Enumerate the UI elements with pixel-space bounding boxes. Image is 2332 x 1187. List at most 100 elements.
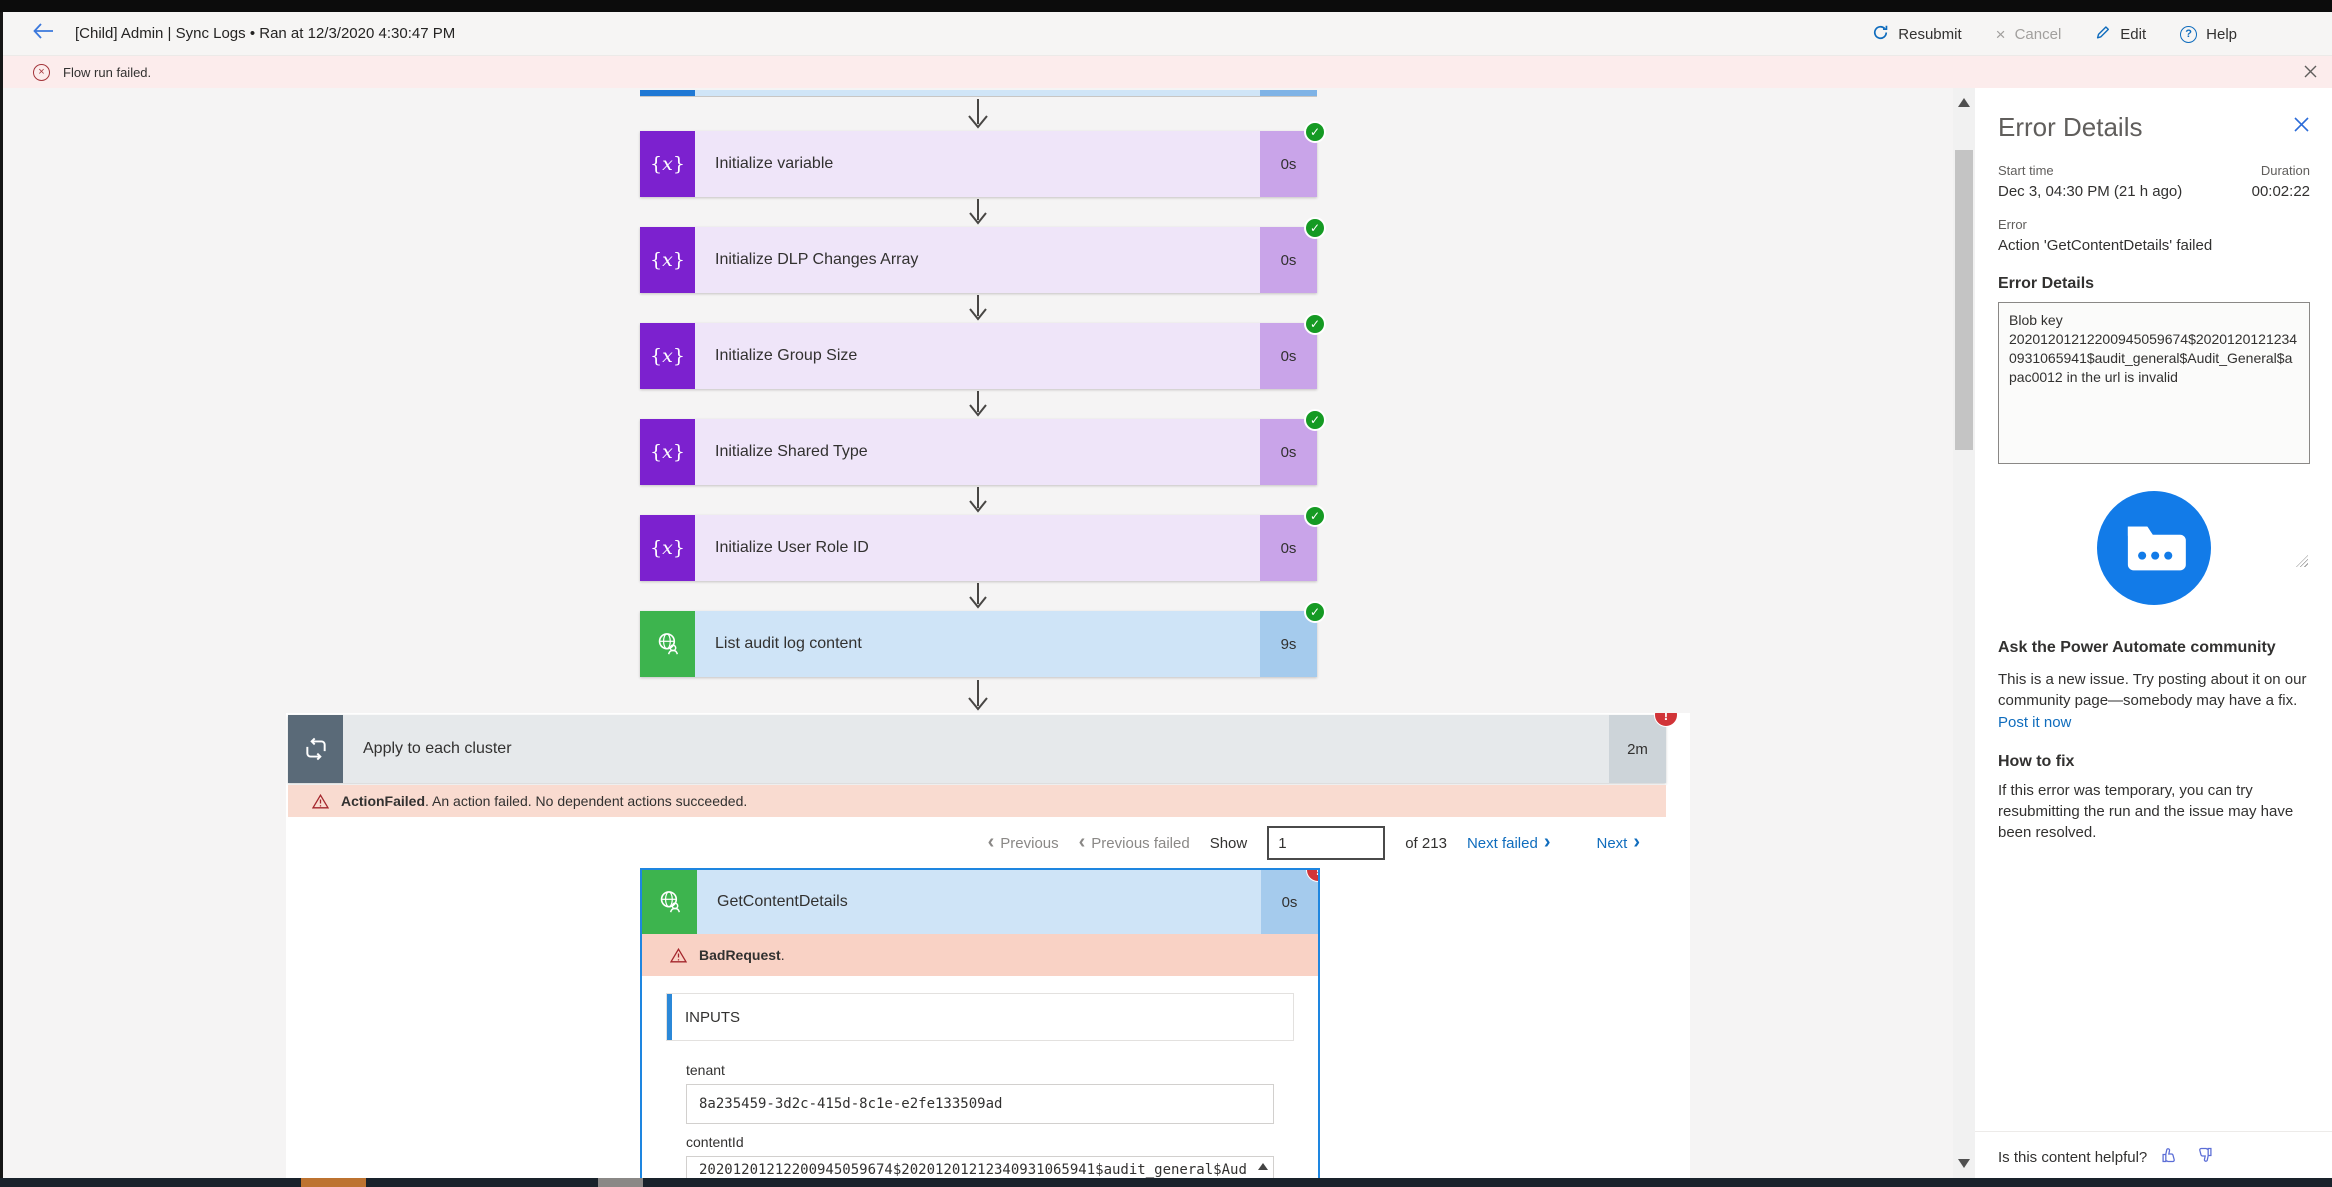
next-failed-button[interactable]: Next failed ›	[1466, 831, 1551, 853]
pencil-icon	[2095, 24, 2111, 44]
flow-connector-arrow	[968, 680, 988, 711]
variable-icon: {x}	[640, 419, 695, 485]
variable-icon: {x}	[640, 227, 695, 293]
flow-step-initialize-group-size[interactable]: {x} Initialize Group Size 0s ✓	[640, 313, 1326, 389]
duration-value: 00:02:22	[2251, 183, 2310, 200]
top-command-bar: [Child] Admin | Sync Logs • Ran at 12/3/…	[3, 12, 2332, 56]
cancel-label: Cancel	[2014, 25, 2062, 43]
thumbs-down-icon[interactable]	[2194, 1146, 2213, 1169]
help-label: Help	[2206, 25, 2237, 43]
inputs-fields: tenant 8a235459-3d2c-415d-8c1e-e2fe13350…	[642, 1062, 1318, 1178]
get-content-details-header[interactable]: GetContentDetails 0s !	[642, 870, 1318, 934]
previous-failed-button[interactable]: ‹ Previous failed	[1079, 832, 1190, 853]
success-badge-icon: ✓	[1304, 121, 1326, 143]
warning-triangle-icon	[312, 793, 329, 809]
apply-to-each-header[interactable]: Apply to each cluster 2m !	[288, 713, 1678, 783]
flow-step-initialize-dlp-changes-array[interactable]: {x} Initialize DLP Changes Array 0s ✓	[640, 217, 1326, 293]
variable-icon: {x}	[640, 131, 695, 197]
action-failed-message: . An action failed. No dependent actions…	[425, 793, 748, 809]
taskbar-orange-segment	[301, 1178, 366, 1187]
iteration-input[interactable]	[1267, 826, 1386, 860]
cancel-button[interactable]: × Cancel	[1996, 26, 2062, 43]
variable-icon: {x}	[640, 515, 695, 581]
failed-action-duration: 0s	[1261, 870, 1318, 934]
get-content-details-block: GetContentDetails 0s ! BadRequest. INPUT…	[640, 868, 1320, 1178]
contentid-field-label: contentId	[686, 1134, 744, 1150]
step-label: Initialize Shared Type	[695, 419, 1260, 485]
flow-failed-banner: × Flow run failed.	[3, 56, 2332, 88]
apply-to-each-duration: 2m	[1609, 715, 1666, 783]
partial-body-edge	[695, 90, 1260, 96]
flow-step-initialize-user-role-id[interactable]: {x} Initialize User Role ID 0s ✓	[640, 505, 1326, 581]
feedback-footer: Is this content helpful?	[1975, 1131, 2332, 1169]
step-label: List audit log content	[695, 611, 1260, 677]
error-value: Action 'GetContentDetails' failed	[1998, 237, 2213, 254]
apply-to-each-label: Apply to each cluster	[343, 715, 1609, 783]
flow-step-initialize-shared-type[interactable]: {x} Initialize Shared Type 0s ✓	[640, 409, 1326, 485]
resubmit-button[interactable]: Resubmit	[1872, 24, 1962, 45]
action-failed-strip: ActionFailed. An action failed. No depen…	[288, 785, 1666, 817]
back-button[interactable]	[31, 23, 57, 45]
show-label: Show	[1209, 834, 1248, 852]
error-details-panel: Error Details Start time Duration Dec 3,…	[1975, 88, 2332, 1178]
next-failed-label: Next failed	[1466, 834, 1538, 852]
back-arrow-icon	[31, 21, 55, 46]
community-title: Ask the Power Automate community	[1998, 639, 2276, 656]
error-details-textarea[interactable]: Blob key 20201201212200945059674$2020120…	[1998, 302, 2310, 464]
main-vertical-scrollbar[interactable]	[1953, 88, 1975, 1178]
community-text-body: This is a new issue. Try posting about i…	[1998, 671, 2307, 710]
post-it-now-link[interactable]: Post it now	[1998, 713, 2072, 731]
flow-connector-arrow	[969, 391, 987, 417]
step-duration: 0s	[1260, 419, 1317, 485]
scrollbar-up-icon[interactable]	[1958, 98, 1970, 107]
success-badge-icon: ✓	[1304, 313, 1326, 335]
loop-icon	[288, 715, 343, 783]
warning-triangle-icon	[670, 947, 687, 963]
flow-step-initialize-variable[interactable]: {x} Initialize variable 0s ✓	[640, 121, 1326, 197]
tenant-field-value[interactable]: 8a235459-3d2c-415d-8c1e-e2fe133509ad	[686, 1084, 1274, 1124]
previous-failed-label: Previous failed	[1091, 834, 1190, 852]
iteration-pager: ‹ Previous ‹ Previous failed Show of 213…	[988, 825, 1640, 861]
inputs-accent-bar	[667, 994, 672, 1040]
contentid-field-value[interactable]: 20201201212200945059674$2020120121234093…	[686, 1156, 1274, 1178]
help-button[interactable]: ? Help	[2180, 25, 2237, 43]
step-label: Initialize User Role ID	[695, 515, 1260, 581]
bad-request-strip: BadRequest.	[642, 934, 1318, 976]
start-time-value: Dec 3, 04:30 PM (21 h ago)	[1998, 183, 2183, 200]
success-badge-icon: ✓	[1304, 601, 1326, 623]
step-duration: 0s	[1260, 515, 1317, 581]
success-badge-icon: ✓	[1304, 505, 1326, 527]
failed-action-label: GetContentDetails	[697, 870, 1261, 934]
duration-label: Duration	[2260, 163, 2310, 178]
scrollbar-thumb[interactable]	[1955, 150, 1973, 450]
globe-person-icon	[642, 870, 697, 934]
step-label: Initialize DLP Changes Array	[695, 227, 1260, 293]
bottom-taskbar-strip	[0, 1178, 2332, 1187]
flow-connector-arrow	[969, 487, 987, 513]
partial-icon-edge	[640, 90, 695, 96]
scroll-up-icon[interactable]	[1258, 1163, 1268, 1170]
community-text: This is a new issue. Try posting about i…	[1998, 669, 2310, 733]
taskbar-gray-segment	[598, 1178, 643, 1187]
edit-label: Edit	[2120, 25, 2147, 43]
variable-icon: {x}	[640, 323, 695, 389]
refresh-icon	[1872, 24, 1889, 45]
flow-step-partial[interactable]	[640, 90, 1317, 97]
scrollbar-down-icon[interactable]	[1958, 1159, 1970, 1168]
thumbs-up-icon[interactable]	[2161, 1146, 2180, 1169]
tenant-value-text: 8a235459-3d2c-415d-8c1e-e2fe133509ad	[699, 1096, 1003, 1112]
chevron-right-icon: ›	[1543, 831, 1551, 853]
step-label: Initialize variable	[695, 131, 1260, 197]
feedback-question: Is this content helpful?	[1998, 1149, 2148, 1166]
cancel-x-icon: ×	[1995, 24, 2006, 44]
banner-message: Flow run failed.	[63, 64, 152, 80]
inputs-section-header[interactable]: INPUTS	[666, 993, 1294, 1041]
previous-button[interactable]: ‹ Previous	[988, 832, 1059, 853]
how-to-fix-title: How to fix	[1998, 752, 2075, 770]
flow-step-list-audit-log-content[interactable]: List audit log content 9s ✓	[640, 601, 1326, 677]
how-to-fix-text: If this error was temporary, you can try…	[1998, 781, 2294, 842]
panel-close-button[interactable]	[2293, 116, 2310, 138]
banner-close-button[interactable]	[2303, 64, 2318, 84]
edit-button[interactable]: Edit	[2095, 24, 2146, 44]
next-button[interactable]: Next ›	[1596, 832, 1640, 853]
